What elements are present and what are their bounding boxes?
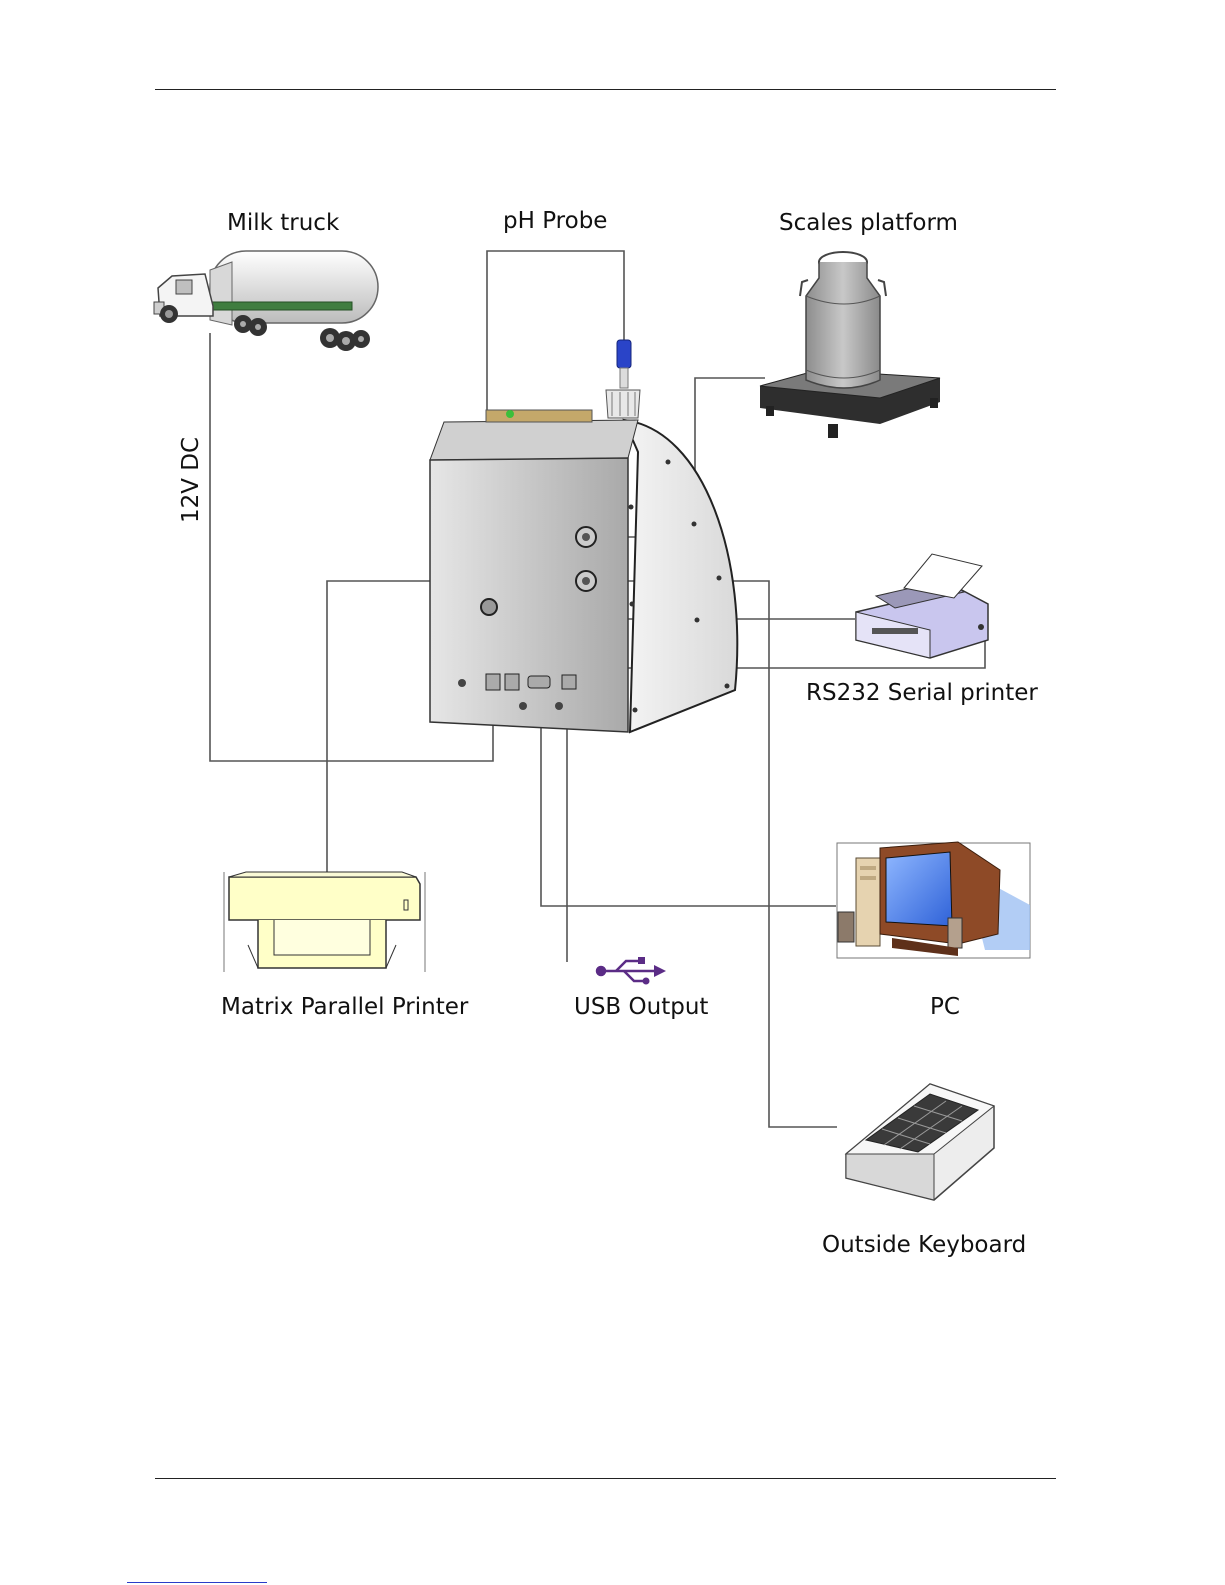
label-outside-keyboard: Outside Keyboard (822, 1232, 1026, 1258)
milk-truck-icon (154, 251, 378, 351)
keyboard-icon (846, 1084, 994, 1200)
milk-can-icon (800, 252, 886, 388)
label-parallel-printer: Matrix Parallel Printer (221, 994, 468, 1020)
label-12v-dc: 12V DC (178, 437, 204, 523)
label-scales-platform: Scales platform (779, 210, 958, 236)
label-milk-truck: Milk truck (227, 210, 339, 236)
usb-icon (597, 957, 666, 985)
analyzer-device-icon (430, 410, 737, 732)
ph-probe-icon (606, 340, 640, 418)
label-usb-output: USB Output (574, 994, 708, 1020)
label-ph-probe: pH Probe (503, 208, 607, 234)
parallel-printer-icon (224, 872, 425, 972)
pc-icon (837, 842, 1030, 958)
serial-printer-icon (856, 554, 988, 658)
label-serial-printer: RS232 Serial printer (806, 680, 1038, 706)
label-pc: PC (930, 994, 960, 1020)
